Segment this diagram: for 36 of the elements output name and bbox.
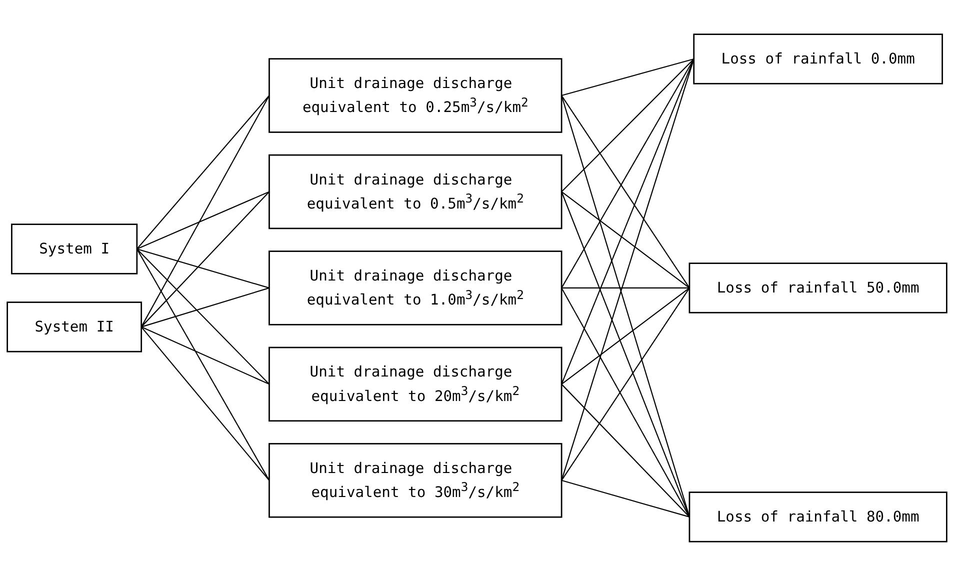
- connector: [141, 286, 270, 327]
- node-box: [268, 250, 562, 325]
- connector: [561, 58, 694, 480]
- node-box: [693, 33, 943, 84]
- connector: [561, 58, 694, 192]
- connector: [561, 190, 690, 288]
- connector: [136, 248, 270, 480]
- node-box: [688, 491, 948, 542]
- connector: [561, 58, 694, 288]
- connector: [561, 383, 690, 517]
- diagram: System I System II Unit drainage discharge equivalent to 0.25m$^{3}$/s/km$^{2}$ Unit drainage discharge equivalent to 0.5m$^{3}$/s/km$^{2}$ Unit drainage discharge equivalent to 1.0m$^{3}$/s/km$^{2}$ Unit drainage discharge equivalent to 20m$^{3}$/s/km$^{2}$ Unit drainage discharge equivalent to 30m$^{3}$/s/km$^{2}$ Loss of rainfall 0.0mm Loss of rainfall 50.0mm Loss of rainfall 80.0mm: [0, 26, 954, 548]
- connector: [561, 287, 690, 480]
- connector: [562, 286, 690, 288]
- node-box: [268, 442, 562, 518]
- connector: [136, 248, 270, 288]
- connector: [140, 94, 270, 327]
- node-box: [11, 223, 138, 274]
- connector: [561, 58, 694, 384]
- connector: [141, 326, 270, 384]
- node-box: [268, 154, 562, 229]
- connector: [136, 190, 270, 250]
- connector: [561, 479, 690, 517]
- node-box: [268, 58, 562, 132]
- connector: [140, 190, 270, 327]
- connector: [136, 248, 270, 384]
- connector: [561, 191, 690, 517]
- connector: [561, 94, 690, 288]
- connector: [561, 94, 690, 517]
- connector: [561, 287, 690, 384]
- connector: [561, 287, 690, 517]
- connector: [136, 94, 270, 249]
- node-box: [6, 301, 142, 352]
- connector: [561, 58, 694, 96]
- node-box: [268, 346, 562, 422]
- node-box: [688, 262, 948, 313]
- connector: [140, 326, 270, 480]
